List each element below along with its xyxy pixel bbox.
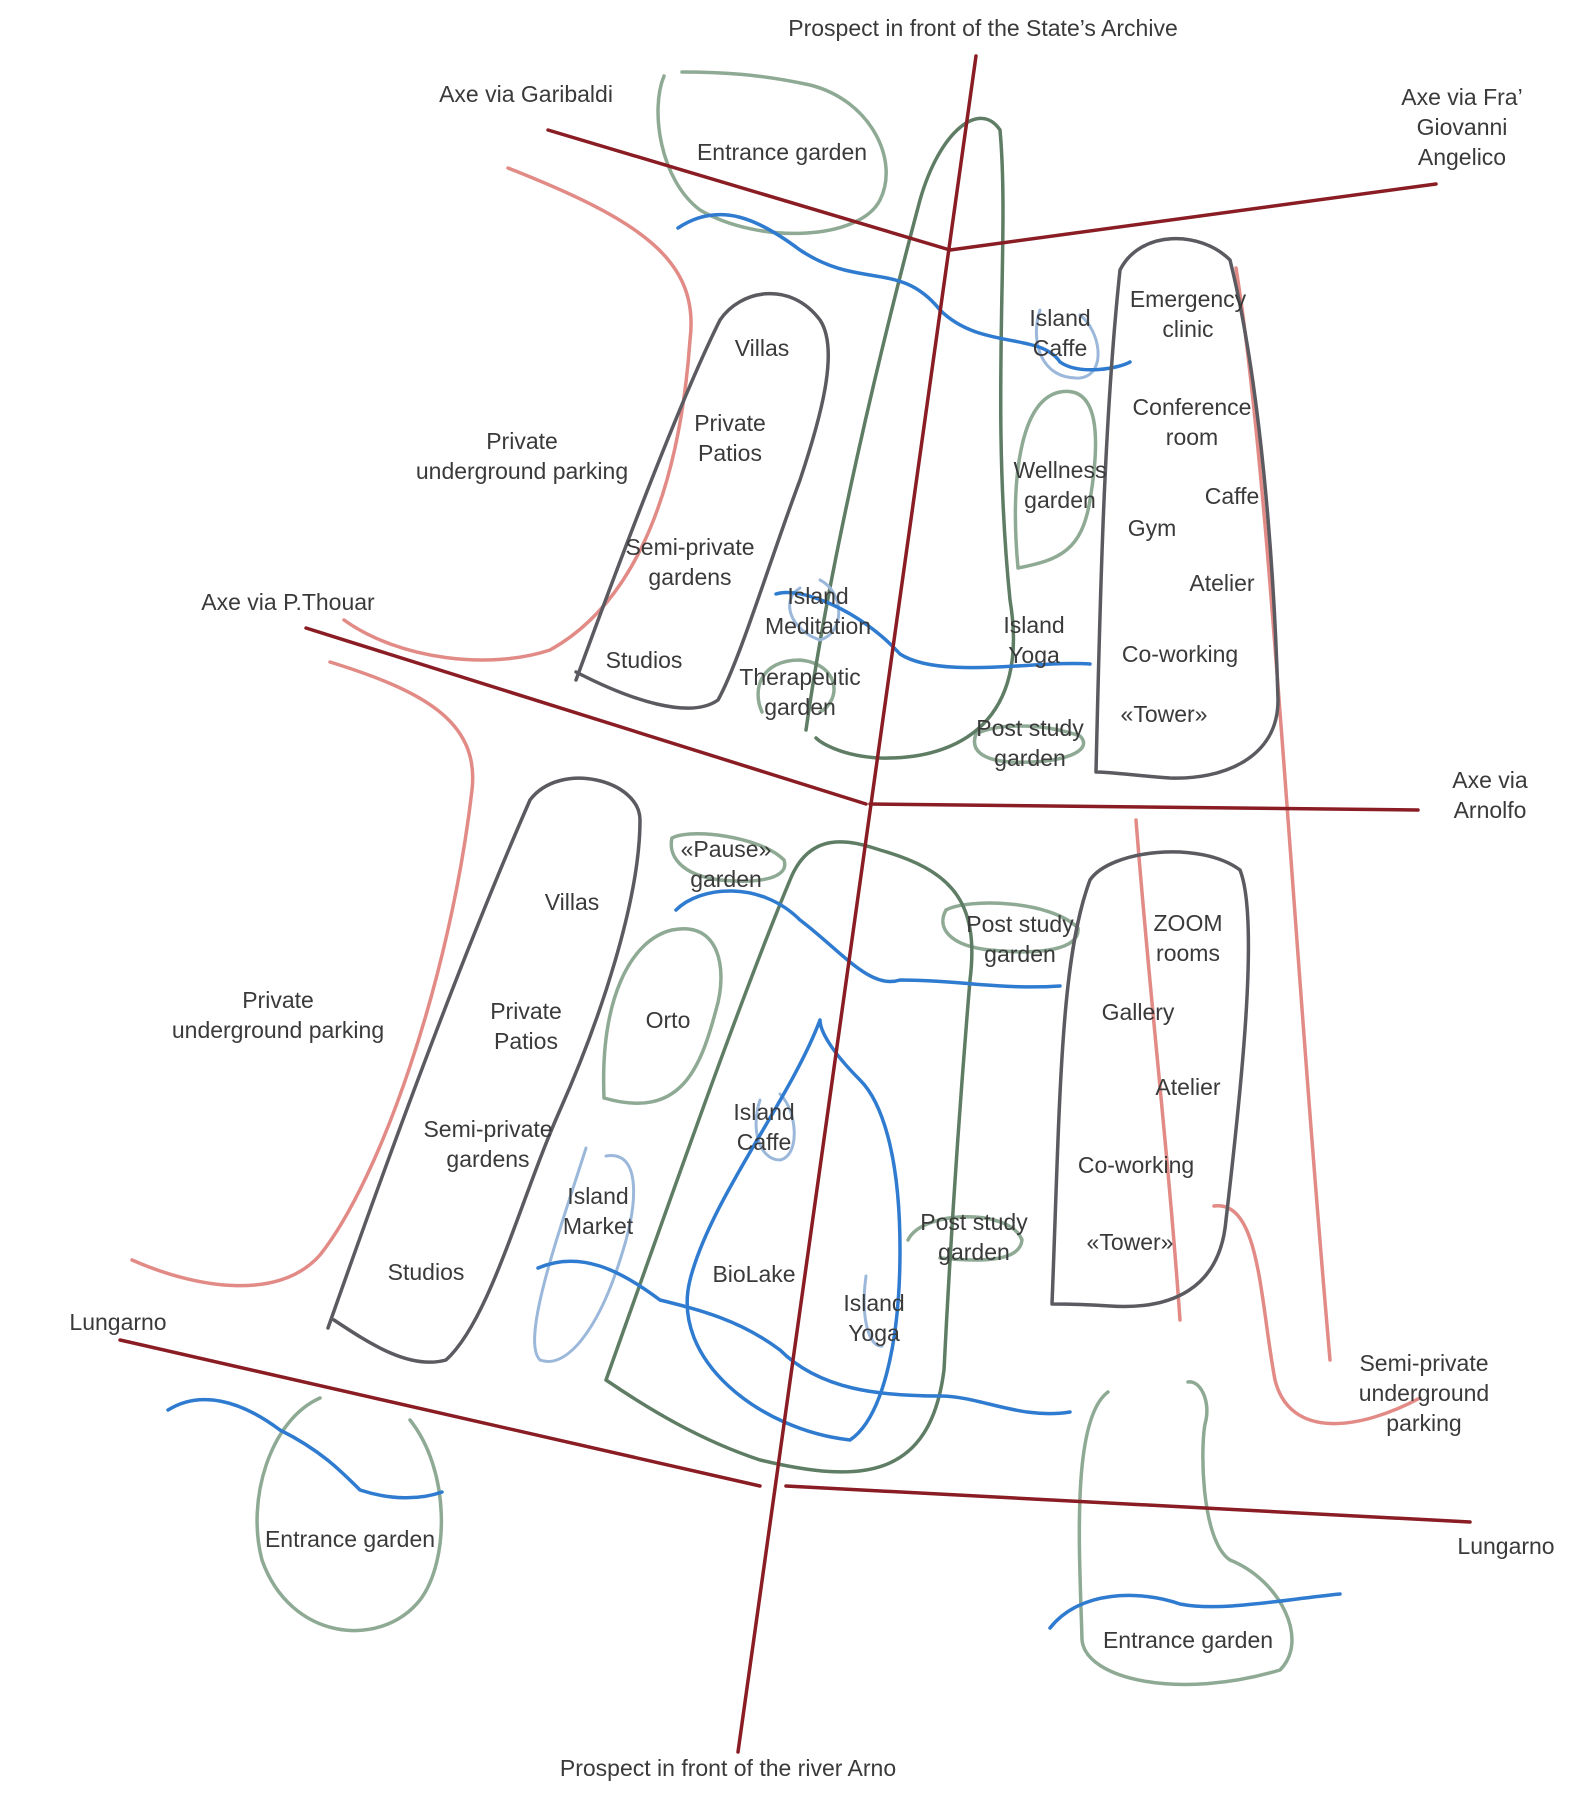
entrance-garden-north-outline [656, 70, 888, 236]
label-se-gallery: Gallery [1101, 999, 1175, 1025]
water-line-biolake [685, 1018, 902, 1442]
water-lines [166, 212, 1342, 1630]
axis-garibaldi [546, 128, 952, 252]
label-se-island-caffe: Island Caffe [733, 1099, 795, 1155]
island-yoga-se-outline [862, 1274, 884, 1348]
label-sw-island-market: Island Market [562, 1183, 634, 1239]
label-se-entrance-garden: Entrance garden [1102, 1627, 1274, 1653]
water-line-mid-south [674, 889, 1062, 989]
water-line-north [676, 212, 1132, 372]
label-se-atelier: Atelier [1155, 1074, 1221, 1100]
island-meditation-outline [788, 578, 841, 642]
post-study-garden-se-lower-outline [906, 1215, 1024, 1262]
label-ne-gym: Gym [1127, 515, 1177, 541]
promenade-north-outline [804, 116, 1016, 760]
pause-garden-outline [669, 832, 787, 883]
entrance-garden-se-outline [1077, 1380, 1294, 1687]
label-se-semi-private-parking: Semi-private underground parking [1358, 1350, 1490, 1436]
label-prospect-state-archive: Prospect in front of the State’s Archive [788, 15, 1178, 41]
label-sw-orto: Orto [645, 1007, 691, 1033]
label-ne-atelier: Atelier [1189, 570, 1255, 596]
orto-outline [601, 926, 723, 1105]
label-ne-island-yoga: Island Yoga [1003, 612, 1065, 668]
axis-angelico [948, 182, 1438, 252]
label-nw-island-meditation: Island Meditation [764, 583, 872, 639]
label-sw-studios: Studios [387, 1259, 465, 1285]
water-line-mid-north [774, 590, 1092, 670]
axis-lungarno-left [118, 1338, 762, 1488]
building-outlines [326, 236, 1280, 1364]
island-caffe-se-outline [754, 1092, 796, 1162]
label-ne-post-study-garden: Post study garden [976, 715, 1084, 771]
label-ne-co-working: Co-working [1121, 641, 1239, 667]
island-market-outline [533, 1146, 636, 1363]
building-villas-sw [326, 776, 642, 1364]
label-ne-emergency-clinic: Emergency clinic [1129, 286, 1247, 342]
parking-line-se-b [1212, 1204, 1422, 1426]
label-nw-villas: Villas [734, 335, 790, 361]
garden-outlines [255, 70, 1294, 1687]
promenade-outlines [604, 116, 1016, 1474]
post-study-garden-ne-outline [972, 724, 1086, 764]
label-ne-conference-room: Conference room [1132, 394, 1252, 450]
label-se-biolake: BioLake [712, 1261, 796, 1287]
label-se-post-study-garden-upper: Post study garden [966, 911, 1074, 967]
entrance-garden-sw-outline [255, 1396, 444, 1633]
building-villas-nw [574, 292, 831, 710]
label-nw-semi-private-gardens: Semi-private gardens [625, 534, 755, 590]
label-axe-angelico: Axe via Fra’ Giovanni Angelico [1401, 84, 1523, 170]
promenade-south-outline [604, 840, 974, 1474]
building-tower-ne [1094, 236, 1280, 780]
island-outlines [533, 308, 1100, 1363]
parking-line-nw [342, 166, 693, 662]
label-sw-pause-garden: «Pause» garden [680, 836, 772, 892]
label-axe-arnolfo: Axe via Arnolfo [1452, 767, 1528, 823]
label-ne-wellness-garden: Wellness garden [1013, 457, 1107, 513]
label-se-zoom-rooms: ZOOM rooms [1153, 910, 1223, 966]
axis-lungarno-right [784, 1484, 1472, 1524]
label-ne-island-caffe: Island Caffe [1029, 305, 1091, 361]
label-ne-entrance-garden: Entrance garden [696, 139, 868, 165]
parking-line-tower-s [1134, 818, 1182, 1322]
label-se-co-working: Co-working [1077, 1152, 1195, 1178]
axes-lines [118, 54, 1472, 1754]
therapeutic-garden-outline [756, 658, 836, 714]
label-nw-parking: Private underground parking [415, 428, 629, 484]
label-sw-private-patios: Private Patios [490, 998, 562, 1054]
water-line-sw [166, 1397, 444, 1500]
label-lungarno-left: Lungarno [69, 1309, 167, 1335]
label-sw-semi-private-gardens: Semi-private gardens [423, 1116, 553, 1172]
parking-line-sw [130, 660, 475, 1288]
axis-thouar [304, 626, 868, 806]
label-axe-thouar: Axe via P.Thouar [201, 589, 375, 615]
label-lungarno-right: Lungarno [1457, 1533, 1555, 1559]
label-nw-private-patios: Private Patios [694, 410, 766, 466]
wellness-garden-outline [1013, 389, 1098, 570]
label-ne-caffe: Caffe [1204, 483, 1260, 509]
label-sw-entrance-garden: Entrance garden [264, 1526, 436, 1552]
label-prospect-river-arno: Prospect in front of the river Arno [559, 1755, 897, 1781]
water-line-se [1048, 1592, 1342, 1630]
label-se-post-study-garden-lower: Post study garden [920, 1209, 1028, 1265]
label-nw-therapeutic-garden: Therapeutic garden [739, 664, 861, 720]
building-tower-se [1050, 850, 1251, 1309]
axis-arnolfo [868, 802, 1420, 812]
label-se-tower: «Tower» [1086, 1229, 1174, 1255]
island-caffe-ne-outline [1034, 308, 1100, 380]
label-sw-parking: Private underground parking [171, 987, 385, 1043]
water-line-south [536, 1259, 1072, 1416]
label-axe-garibaldi: Axe via Garibaldi [439, 81, 613, 107]
label-sw-villas: Villas [544, 889, 600, 915]
label-ne-tower: «Tower» [1120, 701, 1208, 727]
axis-prospect [736, 54, 978, 1754]
label-se-island-yoga: Island Yoga [843, 1290, 905, 1346]
post-study-garden-se-upper-outline [941, 901, 1080, 954]
label-nw-studios: Studios [605, 647, 683, 673]
